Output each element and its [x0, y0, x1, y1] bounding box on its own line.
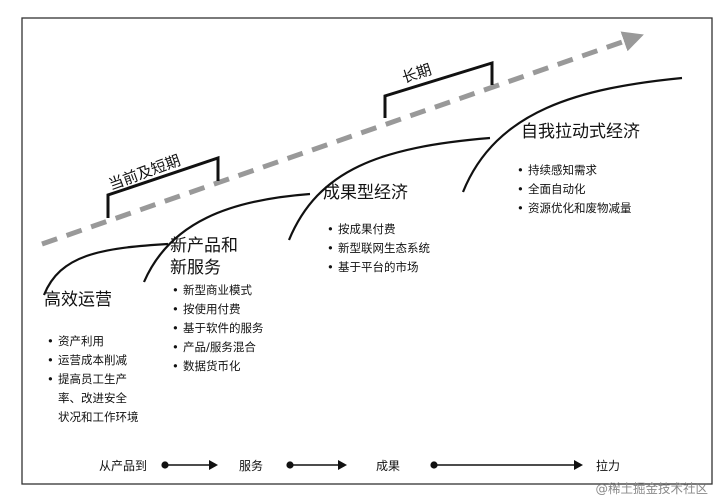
- stage-2-item: •: [172, 283, 179, 297]
- stage-4-item-text: 资源优化和废物减量: [528, 201, 632, 215]
- stage-2-item: •: [172, 340, 179, 354]
- stage-2-title: 新产品和: [170, 236, 238, 256]
- flow-arrow-head: [338, 460, 347, 470]
- curve-stage-2: [142, 192, 311, 283]
- stage-2-item: •: [172, 321, 179, 335]
- flow-dot: [161, 461, 169, 469]
- stage-1-item-text: 提高员工生产: [58, 372, 127, 386]
- stage-4-item: •: [517, 201, 524, 215]
- stage-1-item-text: 运营成本削减: [58, 353, 127, 367]
- stage-4-title: 自我拉动式经济: [521, 122, 640, 142]
- watermark: @稀土掘金技术社区: [595, 481, 708, 496]
- stage-3-item: •: [327, 260, 334, 274]
- flow-arrow-head: [209, 460, 218, 470]
- diagram-frame: [21, 17, 713, 485]
- stage-3-item-text: 按成果付费: [338, 222, 396, 236]
- stage-1-item: •: [47, 372, 54, 386]
- stage-3-item: •: [327, 222, 334, 236]
- curve-stage-1: [42, 242, 169, 296]
- stage-2-item-text: 新型商业模式: [183, 283, 252, 297]
- stage-2-item-text: 基于软件的服务: [183, 321, 264, 335]
- stage-2-item-text: 产品/服务混合: [183, 340, 256, 354]
- stage-2-item: •: [172, 302, 179, 316]
- stage-4-item: •: [517, 182, 524, 196]
- stage-1-item-text: 状况和工作环境: [58, 410, 139, 424]
- flow-arrow-head: [574, 460, 583, 470]
- stage-3-item: •: [327, 241, 334, 255]
- flow-dot: [430, 461, 438, 469]
- stage-3-title: 成果型经济: [323, 183, 408, 203]
- stage-2-item: •: [172, 359, 179, 373]
- curve-stage-4: [461, 76, 683, 193]
- flow-label-product: 从产品到: [99, 459, 147, 473]
- stage-1-item-text: 率、改进安全: [58, 391, 127, 405]
- stage-2-item-text: 数据货币化: [183, 359, 241, 373]
- curve-stage-3: [287, 136, 491, 241]
- stage-3-item-text: 新型联网生态系统: [338, 241, 430, 255]
- stage-2-item-text: 按使用付费: [183, 302, 241, 316]
- stage-1-item: •: [47, 334, 54, 348]
- flow-label-outcome: 成果: [376, 459, 400, 473]
- stage-1-title: 高效运营: [44, 290, 112, 310]
- stage-3-item-text: 基于平台的市场: [338, 260, 419, 274]
- flow-label-service: 服务: [239, 458, 263, 473]
- stage-4-item-text: 持续感知需求: [528, 163, 597, 177]
- flow-dot: [286, 461, 294, 469]
- stage-4-item: •: [517, 163, 524, 177]
- bracket-short-term: [106, 155, 220, 218]
- stage-1-item-text: 资产利用: [58, 334, 104, 348]
- stage-1-item: •: [47, 353, 54, 367]
- stage-2-title: 新服务: [170, 258, 221, 278]
- flow-label-pull: 拉力: [596, 458, 620, 473]
- stage-4-item-text: 全面自动化: [528, 182, 586, 196]
- bracket-long-term: [383, 60, 494, 118]
